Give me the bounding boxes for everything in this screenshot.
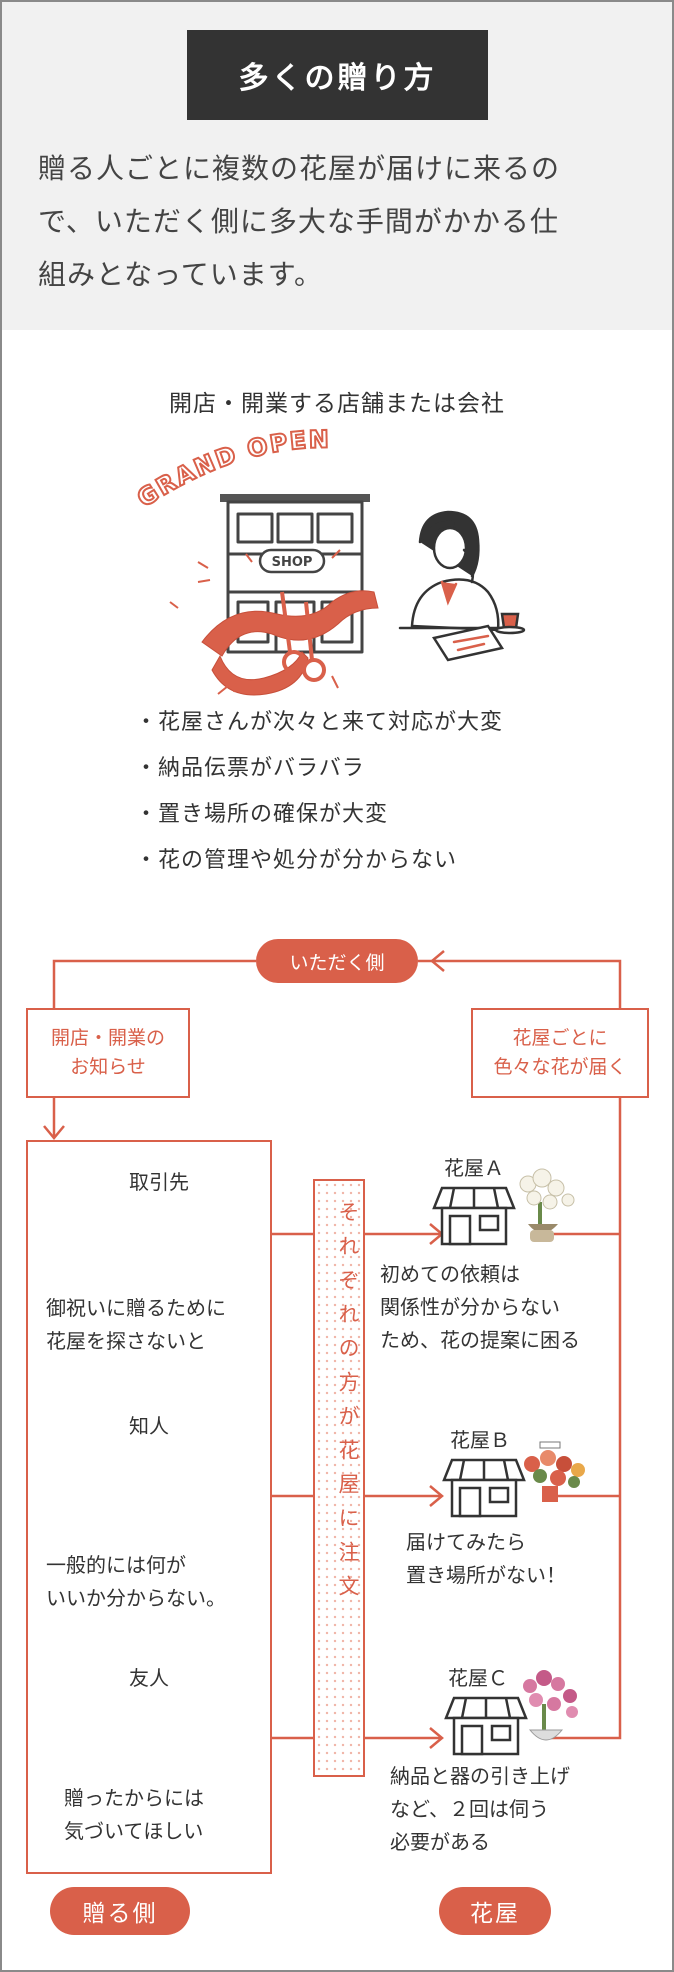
receiving-side-label: いただく側 <box>256 939 418 983</box>
giver-panel: 取引先 御祝いに贈るために 花屋を探さないと 知人 一般的には何が いいか分から… <box>26 1140 272 1874</box>
florist-note-line: 関係性が分からない <box>380 1295 560 1319</box>
giver-quote-line: 花屋を探さないと <box>46 1329 206 1353</box>
shop-sign-text: SHOP <box>272 555 313 570</box>
intro-line: で、いただく側に多大な手間がかかる仕 <box>38 205 559 238</box>
giver-quote-line: 一般的には何が <box>46 1553 186 1577</box>
delivery-note: 花屋ごとに 色々な花が届く <box>471 1008 649 1098</box>
delivery-note-line: 色々な花が届く <box>493 1056 627 1078</box>
intro-line: 贈る人ごとに複数の花屋が届けに来るの <box>38 152 561 185</box>
delivery-note-line: 花屋ごとに <box>512 1027 608 1049</box>
giver-quote: 一般的には何が いいか分からない。 <box>46 1549 226 1615</box>
intro-line: 組みとなっています。 <box>38 258 323 291</box>
giver-name: 知人 <box>129 1414 169 1438</box>
worried-woman-icon <box>398 510 526 662</box>
announcement-note: 開店・開業の お知らせ <box>26 1008 190 1098</box>
problem-item: ・花の管理や処分が分からない <box>135 848 458 873</box>
florist-note: 届けてみたら 置き場所がない！ <box>406 1526 566 1592</box>
problem-list: ・花屋さんが次々と来て対応が大変 ・納品伝票がバラバラ ・置き場所の確保が大変 … <box>135 700 503 884</box>
giver-quote-line: 御祝いに贈るために <box>46 1296 226 1320</box>
intro-text: 贈る人ごとに複数の花屋が届けに来るの で、いただく側に多大な手間がかかる仕 組み… <box>38 142 648 301</box>
order-column: それぞれの方が花屋に注文 <box>313 1179 365 1777</box>
pink-orchid-icon <box>523 1670 578 1741</box>
problem-item: ・置き場所の確保が大変 <box>135 802 389 827</box>
giver-side-label: 贈る側 <box>50 1887 190 1935</box>
florist-note-line: 置き場所がない！ <box>406 1563 566 1587</box>
problem-item: ・納品伝票がバラバラ <box>135 756 365 781</box>
announcement-note-line: 開店・開業の <box>50 1027 165 1049</box>
giver-quote-line: 気づいてほしい <box>64 1819 204 1843</box>
scissors-icon <box>280 591 326 682</box>
florist-shop-a-icon <box>432 1186 516 1246</box>
order-text: それぞれの方が花屋に注文 <box>336 1201 360 1609</box>
orchid-icon <box>519 1168 575 1242</box>
page-title: 多くの贈り方 <box>187 30 488 120</box>
florist-note-line: ため、花の提案に困る <box>380 1328 580 1352</box>
giver-quote: 御祝いに贈るために 花屋を探さないと <box>46 1292 226 1358</box>
florist-name: 花屋Ｂ <box>450 1428 510 1452</box>
giver-quote: 贈ったからには 気づいてほしい <box>64 1782 204 1848</box>
florist-shop-c-icon <box>444 1696 528 1756</box>
florist-side-label: 花屋 <box>439 1887 551 1935</box>
shop-sign-icon: SHOP <box>258 548 326 574</box>
florist-name: 花屋Ｃ <box>448 1666 508 1690</box>
flower-stand-icon <box>524 1441 585 1502</box>
giver-quote-line: いいか分からない。 <box>46 1586 226 1610</box>
announcement-note-line: お知らせ <box>70 1056 146 1078</box>
sparkle-icon <box>169 549 341 695</box>
shop-heading: 開店・開業する店舗または会社 <box>169 391 505 417</box>
florist-note-line: 必要がある <box>390 1830 490 1854</box>
giver-name: 友人 <box>129 1666 169 1690</box>
giver-quote-line: 贈ったからには <box>64 1786 204 1810</box>
florist-shop-b-icon <box>442 1458 526 1518</box>
florist-note-line: 届けてみたら <box>406 1530 526 1554</box>
flow-lines <box>43 950 622 1749</box>
problem-item: ・花屋さんが次々と来て対応が大変 <box>135 710 504 735</box>
florist-note-line: など、２回は伺う <box>390 1797 549 1821</box>
florist-note: 初めての依頼は 関係性が分からない ため、花の提案に困る <box>380 1258 580 1357</box>
florist-note-line: 初めての依頼は <box>380 1262 520 1286</box>
florist-note: 納品と器の引き上げ など、２回は伺う 必要がある <box>390 1760 570 1859</box>
florist-name: 花屋Ａ <box>444 1156 504 1180</box>
florist-note-line: 納品と器の引き上げ <box>390 1764 570 1788</box>
giver-name: 取引先 <box>129 1170 189 1194</box>
